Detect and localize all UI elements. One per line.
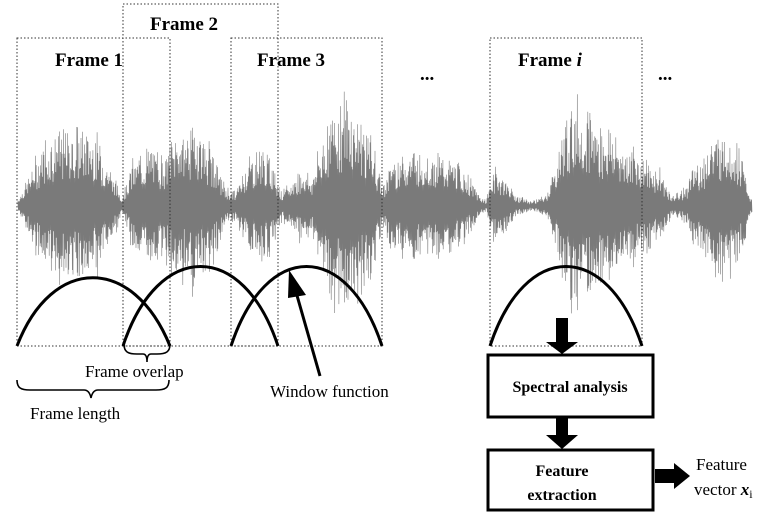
frame-overlap-brace	[123, 343, 171, 363]
feature-vector-label-line-2: vector xi	[694, 480, 753, 501]
arrow-to-spectral-analysis	[546, 318, 578, 354]
frame-3-box	[230, 37, 383, 347]
feature-vector-prefix: vector	[694, 480, 741, 499]
window-function-pointer-arrow	[288, 270, 322, 377]
window-function-frame-3	[229, 265, 384, 347]
frame-i-index: i	[577, 50, 583, 71]
window-function-frame-i	[488, 265, 644, 347]
feature-extraction-block	[486, 448, 655, 512]
speech-waveform	[17, 91, 753, 314]
frame-i-label: Frame i	[518, 50, 583, 71]
window-function-frame-2	[121, 265, 280, 347]
feature-extraction-label-line-2: extraction	[527, 487, 596, 504]
ellipsis-after-frame-i: ...	[658, 64, 672, 85]
spectral-analysis-label: Spectral analysis	[512, 379, 627, 396]
frame-3-label: Frame 3	[257, 50, 325, 71]
feature-extraction-label-line-1: Feature	[535, 463, 588, 480]
frame-length-brace	[16, 379, 170, 399]
frame-1-box	[16, 37, 171, 347]
feature-vector-label-line-1: Feature	[696, 455, 747, 474]
frame-2-box	[122, 3, 279, 347]
frame-overlap-label: Frame overlap	[85, 362, 184, 381]
frame-i-label-text: Frame	[518, 50, 577, 71]
spectral-analysis-block	[486, 353, 655, 419]
window-function-label: Window function	[270, 382, 389, 401]
arrow-to-feature-extraction	[546, 417, 578, 449]
window-function-frame-1	[15, 276, 172, 347]
feature-vector-subscript: i	[749, 487, 753, 501]
speech-waveform-trace	[17, 91, 753, 314]
frame-length-label: Frame length	[30, 404, 121, 423]
frame-1-label: Frame 1	[55, 50, 123, 71]
frame-2-label: Frame 2	[150, 14, 218, 35]
arrow-to-feature-vector	[655, 463, 690, 489]
feature-vector-symbol: x	[740, 480, 750, 499]
ellipsis-after-frame-3: ...	[420, 64, 434, 85]
